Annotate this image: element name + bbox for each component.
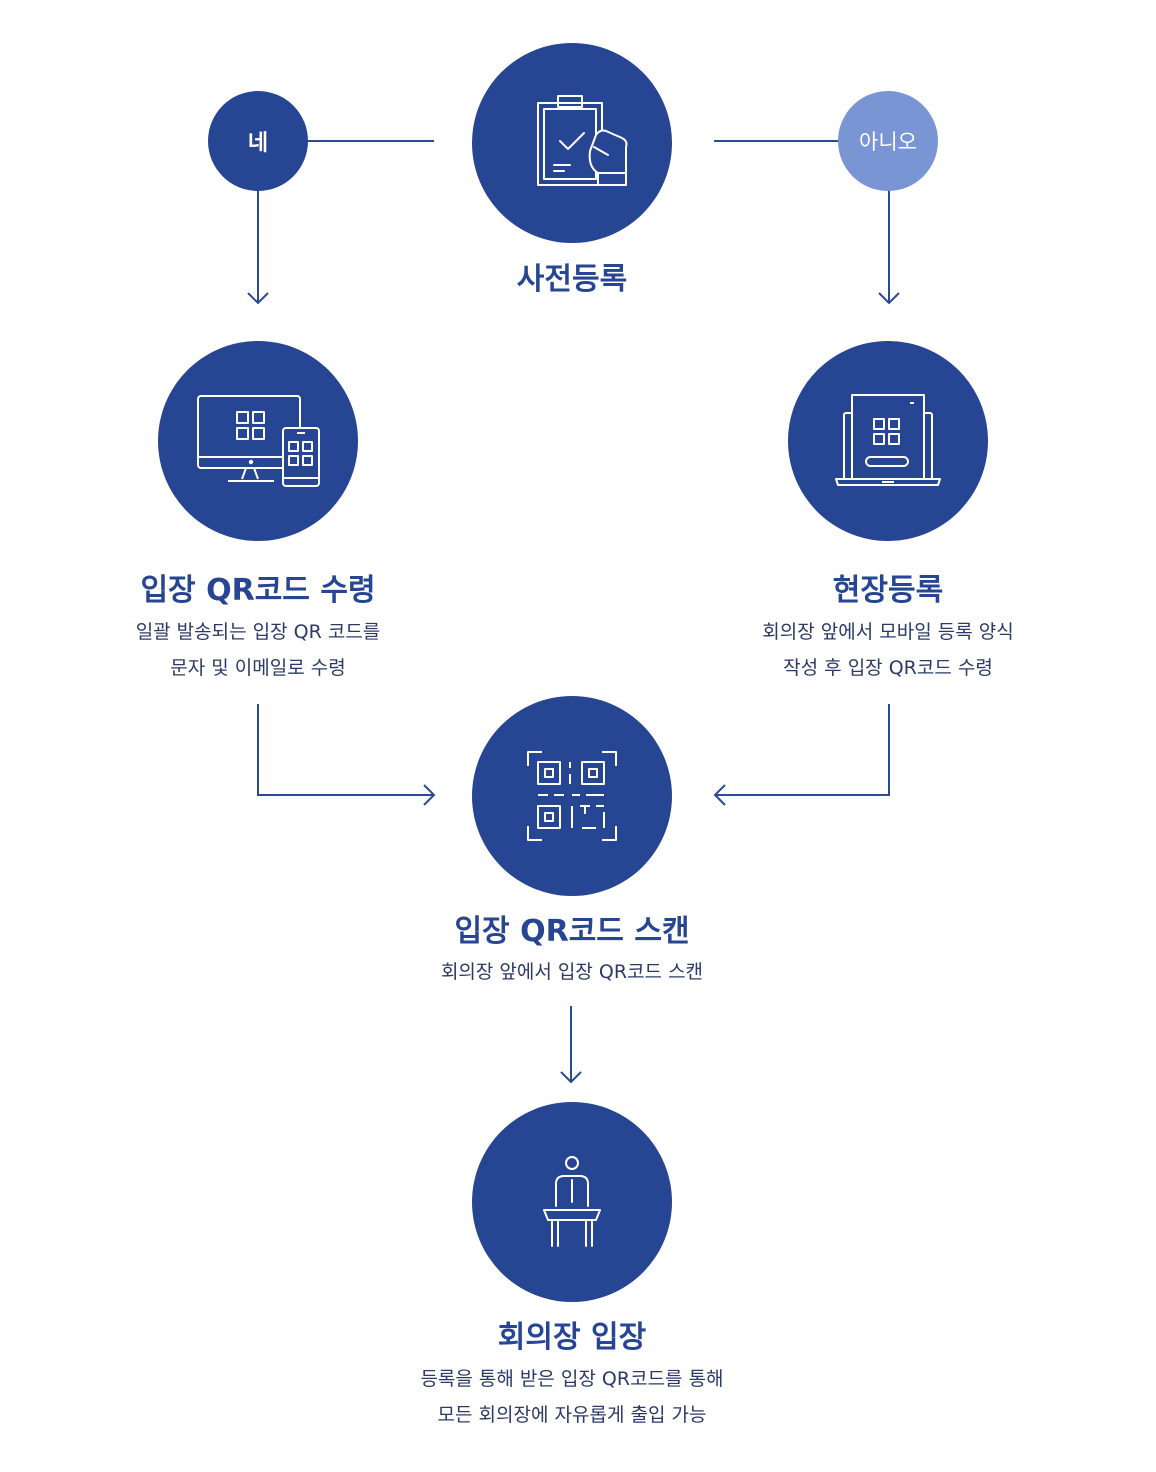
arrowhead-onsite-scan xyxy=(713,784,726,806)
enter-venue-title: 회의장 입장 xyxy=(497,1320,647,1355)
arrow-onsite-scan xyxy=(715,704,890,796)
scan-qr-desc-line: 회의장 앞에서 입장 QR코드 스캔 xyxy=(440,961,704,983)
onsite-registration-title: 현장등록 xyxy=(832,573,944,608)
yes-badge: 네 xyxy=(208,91,308,191)
onsite-registration-desc-line: 작성 후 입장 QR코드 수령 xyxy=(783,657,993,679)
scan-qr-desc: 회의장 앞에서 입장 QR코드 스캔 xyxy=(322,954,822,990)
arrow-receive-scan xyxy=(257,704,434,796)
clipboard-hand-icon xyxy=(537,95,628,186)
receive-qr-desc-line: 일괄 발송되는 입장 QR 코드를 xyxy=(135,621,381,643)
arrowhead-scan-enter xyxy=(560,1071,582,1084)
enter-venue-node xyxy=(472,1102,672,1302)
onsite-registration-desc-line: 회의장 앞에서 모바일 등록 양식 xyxy=(762,621,1014,643)
no-label: 아니오 xyxy=(859,130,917,154)
no-badge: 아니오 xyxy=(838,91,938,191)
enter-venue-desc-line: 등록을 통해 받은 입장 QR코드를 통해 xyxy=(420,1368,724,1390)
receive-qr-node xyxy=(158,341,358,541)
pre-registration-title: 사전등록 xyxy=(516,262,628,297)
pre-registration-node xyxy=(472,43,672,243)
qr-scan-icon xyxy=(527,751,617,841)
receive-qr-title: 입장 QR코드 수령 xyxy=(140,573,376,608)
enter-venue-desc-line: 모든 회의장에 자유롭게 출입 가능 xyxy=(437,1404,707,1426)
onsite-registration-node xyxy=(788,341,988,541)
receive-qr-desc: 일괄 발송되는 입장 QR 코드를 문자 및 이메일로 수령 xyxy=(58,614,458,686)
enter-venue-desc: 등록을 통해 받은 입장 QR코드를 통해 모든 회의장에 자유롭게 출입 가능 xyxy=(322,1361,822,1433)
podium-speaker-icon xyxy=(543,1156,601,1247)
arrowhead-yes-down xyxy=(247,292,269,305)
monitor-phone-qr-icon xyxy=(197,395,320,487)
arrowhead-receive-scan xyxy=(423,784,436,806)
yes-label: 네 xyxy=(247,131,269,156)
laptop-qr-icon xyxy=(835,394,941,486)
onsite-registration-desc: 회의장 앞에서 모바일 등록 양식 작성 후 입장 QR코드 수령 xyxy=(688,614,1088,686)
scan-qr-node xyxy=(472,696,672,896)
arrowhead-no-down xyxy=(878,292,900,305)
receive-qr-desc-line: 문자 및 이메일로 수령 xyxy=(170,657,346,679)
scan-qr-title: 입장 QR코드 스캔 xyxy=(454,914,690,949)
